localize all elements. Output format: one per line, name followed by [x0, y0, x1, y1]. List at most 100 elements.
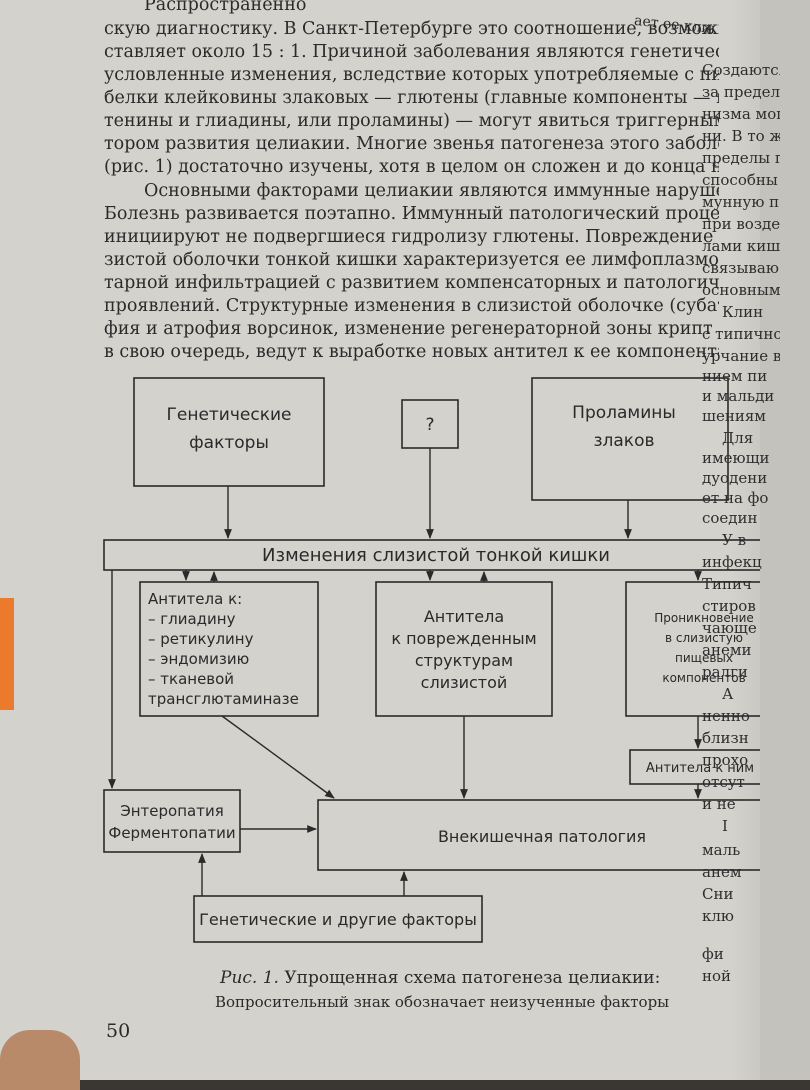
right-line: чающе — [702, 619, 757, 637]
body-line-12: тарной инфильтрацией с развитием компенс… — [104, 273, 719, 293]
right-line: лами кише — [702, 237, 780, 255]
body-line-9: Болезнь развивается поэтапно. Иммунный п… — [104, 204, 719, 224]
body-line-2: ставляет около 15 : 1. Причиной заболева… — [104, 42, 719, 62]
right-line: I — [722, 817, 728, 835]
right-line: ненно — [702, 707, 750, 725]
antibodies-line-4: – эндомизию — [148, 650, 249, 668]
box-genetic-factors — [133, 377, 325, 487]
right-line: близн — [702, 729, 749, 747]
antibodies-line-6: трансглютаминазе — [148, 690, 299, 708]
box-cereal-prolamins — [531, 377, 729, 501]
right-line: Создаются у — [702, 61, 780, 79]
box-antibodies-to-them — [629, 749, 780, 785]
damaged-line-2: к поврежденным — [391, 629, 536, 648]
body-line-5: тенины и глиадины, или проламины) — могу… — [104, 111, 719, 131]
prolamins-line-2: злаков — [593, 431, 654, 451]
right-line: клю — [702, 907, 734, 925]
pathogenesis-diagram: Генетические факторы ? Проламины злаков … — [103, 377, 780, 943]
penetration-line-1: Проникновение — [654, 611, 754, 625]
body-line-4: белки клейковины злаковых — глютены (гла… — [104, 88, 719, 108]
box-antibodies-damaged — [375, 581, 553, 717]
damaged-line-4: слизистой — [421, 673, 508, 692]
figure-caption: Рис. 1. Упрощенная схема патогенеза цели… — [220, 968, 660, 988]
arrow-antibodies-to-extraintestinal — [221, 715, 335, 799]
extraintestinal-label: Внекишечная патология — [438, 827, 646, 846]
right-line: маль — [702, 841, 741, 859]
right-line: Сни — [702, 885, 734, 903]
right-line: инфекц — [702, 553, 762, 571]
right-line: имеющи — [702, 449, 770, 467]
antibodies-line-5: – тканевой — [148, 670, 234, 688]
right-line: при воздей — [702, 215, 780, 233]
body-line-11: зистой оболочки тонкой кишки характеризу… — [104, 250, 719, 270]
body-line-3: условленные изменения, вследствие которы… — [104, 65, 719, 85]
box-antibodies-list — [139, 581, 319, 717]
right-line: отсут — [702, 773, 745, 791]
right-line: прохо — [702, 751, 749, 769]
right-line: анем — [702, 863, 742, 881]
right-line: фи — [702, 945, 724, 963]
penetration-line-4: компонентов — [662, 671, 745, 685]
right-line: ной — [702, 967, 732, 985]
book-page: Распространенно ает ее клин скую диагнос… — [0, 0, 780, 1080]
right-line: Типич — [702, 575, 752, 593]
body-line-6: тором развития целиакии. Многие звенья п… — [104, 134, 719, 154]
damaged-line-1: Антитела — [424, 607, 504, 626]
right-line: шениям — [702, 407, 766, 425]
right-line: мунную пат — [702, 193, 780, 211]
genetic-line-2: факторы — [189, 433, 269, 453]
antibodies-to-them-label: Антитела к ним — [646, 761, 754, 776]
body-line-7: (рис. 1) достаточно изучены, хотя в цело… — [104, 157, 719, 177]
bar-mucosa-changes — [103, 539, 780, 571]
figure-note: Вопросительный знак обозначает неизученн… — [215, 993, 670, 1011]
box-genetic-other — [193, 895, 483, 943]
right-line: У в — [722, 531, 747, 549]
damaged-line-3: структурам — [415, 651, 513, 670]
prolamins-line-1: Проламины — [572, 403, 676, 423]
genetic-line-1: Генетические — [167, 405, 292, 425]
right-line: нием пи — [702, 367, 768, 385]
enteropathy-line-2: Ферментопатии — [108, 824, 235, 842]
finger-thumb — [0, 1030, 80, 1090]
right-line: основным — [702, 281, 780, 299]
antibodies-line-2: – глиадину — [148, 610, 236, 628]
right-line: низма могут — [702, 105, 780, 123]
right-line: ет на фо — [702, 489, 769, 507]
right-line: связываю — [702, 259, 779, 277]
antibodies-line-1: Антитела к: — [148, 590, 242, 608]
figure-label: Рис. 1. — [220, 968, 279, 988]
box-enteropathy — [103, 789, 241, 853]
body-line-10: инициируют не подвергшиеся гидролизу глю… — [104, 227, 719, 247]
right-line: А — [722, 685, 734, 703]
right-line: и не — [702, 795, 736, 813]
right-line: за пределы с — [702, 83, 780, 101]
right-line: урчание в — [702, 347, 780, 365]
right-line: Клин — [722, 303, 764, 321]
right-line: анеми — [702, 641, 752, 659]
enteropathy-line-1: Энтеропатия — [120, 802, 223, 820]
body-line-0: Распространенно — [144, 0, 307, 15]
right-line: стиров — [702, 597, 756, 615]
right-line: дуодени — [702, 469, 768, 487]
genetic-other-label: Генетические и другие факторы — [199, 910, 477, 929]
right-line: ни. В то же — [702, 127, 780, 145]
figure-title: Упрощенная схема патогенеза целиакии: — [284, 968, 661, 988]
penetration-line-3: пищевых — [675, 651, 733, 665]
right-line: и мальди — [702, 387, 775, 405]
body-line-15: в свою очередь, ведут к выработке новых … — [104, 342, 719, 362]
body-line-1: скую диагностику. В Санкт-Петербурге это… — [104, 19, 719, 39]
chapter-tab-marker — [0, 598, 14, 710]
body-line-8: Основными факторами целиакии являются им… — [144, 181, 719, 201]
page-number: 50 — [106, 1020, 131, 1042]
right-line: пределы пи — [702, 149, 780, 167]
penetration-line-2: в слизистую — [665, 631, 743, 645]
question-mark: ? — [425, 415, 434, 435]
box-food-penetration — [625, 581, 780, 717]
right-line: способны в — [702, 171, 780, 189]
right-line: ралги — [702, 663, 748, 681]
adjacent-page — [760, 0, 810, 1080]
body-line-14: фия и атрофия ворсинок, изменение регене… — [104, 319, 713, 339]
right-line: Для — [722, 429, 754, 447]
box-extraintestinal — [317, 799, 780, 871]
body-line-13: проявлений. Структурные изменения в слиз… — [104, 296, 719, 316]
